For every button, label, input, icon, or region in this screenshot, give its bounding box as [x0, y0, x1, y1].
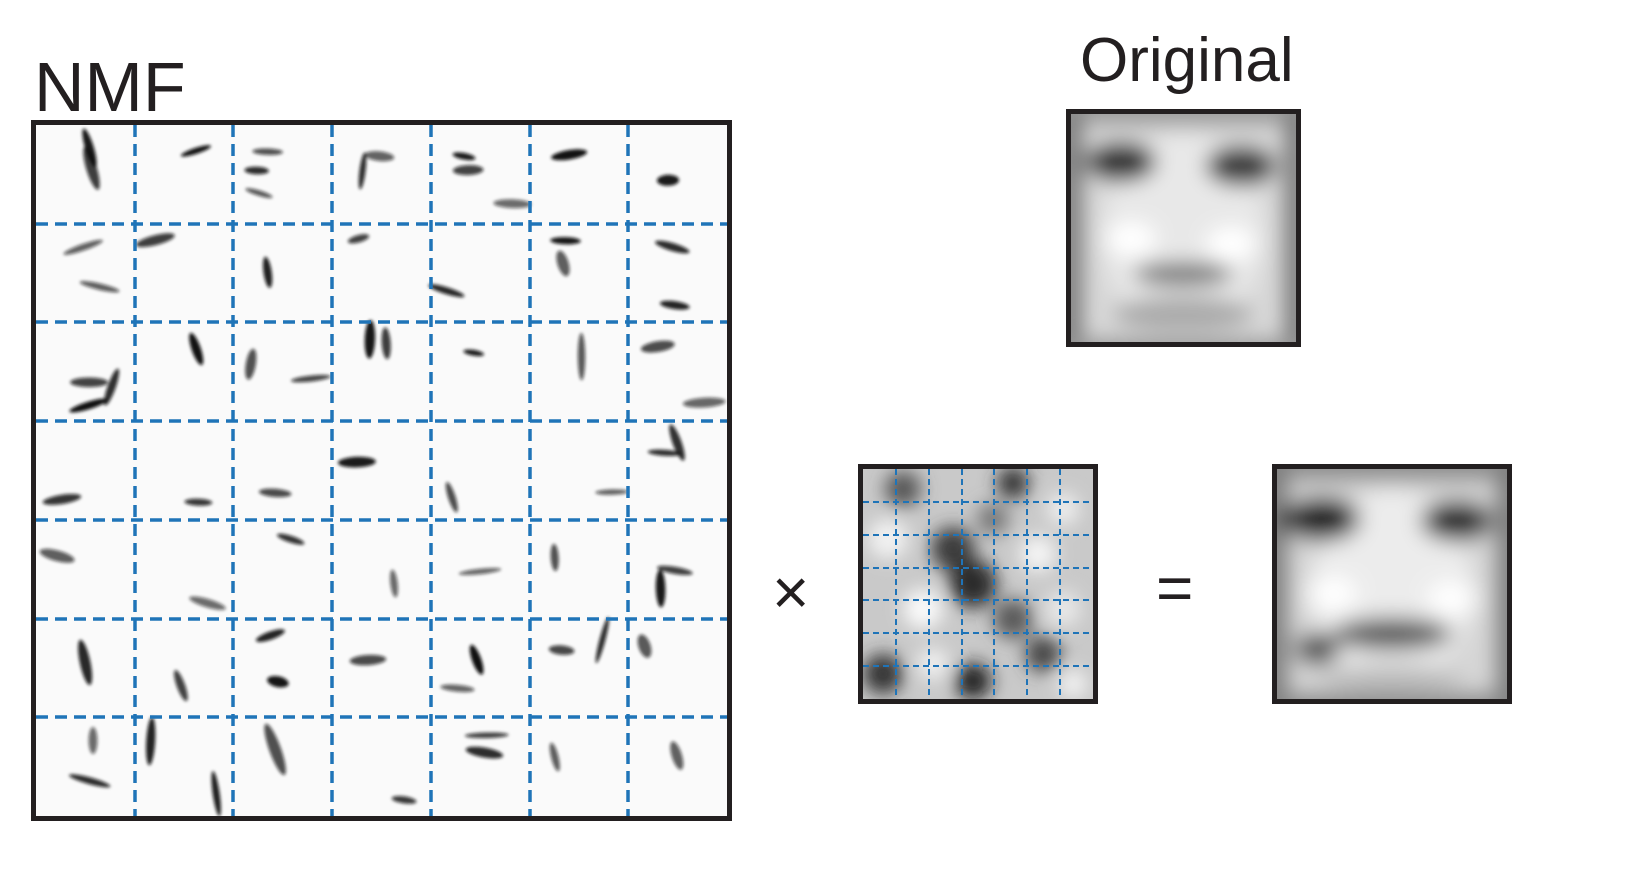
encoding-weights-grid: [858, 464, 1098, 704]
weights-svg: [863, 469, 1093, 699]
basis-feature-stroke: [548, 645, 575, 655]
basis-feature-stroke: [290, 374, 331, 383]
basis-feature-stroke: [549, 742, 560, 772]
basis-feature-stroke: [550, 237, 581, 245]
basis-feature-stroke: [211, 771, 221, 816]
basis-feature-stroke: [258, 488, 292, 498]
original-title: Original: [1080, 26, 1294, 95]
equals-sign: =: [1156, 552, 1194, 624]
basis-feature-stroke: [39, 548, 75, 563]
original-face-svg: [1071, 114, 1296, 342]
basis-feature-stroke: [364, 151, 395, 162]
basis-feature-stroke: [70, 377, 109, 388]
basis-feature-stroke: [189, 332, 204, 366]
basis-feature-stroke: [428, 284, 465, 298]
basis-feature-stroke: [577, 332, 586, 381]
basis-feature-stroke: [640, 340, 675, 353]
basis-feature-stroke: [551, 149, 588, 161]
basis-feature-stroke: [69, 398, 108, 413]
basis-feature-stroke: [63, 239, 103, 255]
basis-feature-stroke: [682, 397, 726, 408]
basis-feature-stroke: [647, 449, 682, 457]
basis-feature-stroke: [469, 644, 484, 675]
basis-feature-stroke: [83, 146, 100, 190]
nmf-basis-svg: [36, 125, 727, 816]
basis-feature-stroke: [440, 684, 475, 693]
basis-feature-stroke: [262, 256, 273, 288]
basis-feature-stroke: [452, 165, 484, 176]
basis-feature-stroke: [656, 174, 680, 186]
basis-feature-stroke: [358, 152, 367, 190]
basis-feature-stroke: [389, 569, 399, 598]
basis-features: [39, 128, 726, 816]
basis-feature-stroke: [349, 654, 387, 666]
basis-feature-stroke: [670, 741, 684, 770]
basis-feature-stroke: [657, 565, 693, 576]
basis-feature-stroke: [458, 567, 502, 576]
basis-feature-stroke: [104, 368, 120, 406]
basis-feature-stroke: [669, 424, 685, 461]
basis-feature-stroke: [267, 675, 289, 688]
basis-feature-stroke: [493, 199, 532, 209]
basis-feature-stroke: [595, 489, 629, 495]
reconstructed-face-svg: [1277, 469, 1507, 699]
basis-feature-stroke: [659, 300, 690, 310]
basis-feature-stroke: [445, 482, 458, 513]
basis-feature-stroke: [252, 148, 283, 155]
basis-feature-stroke: [78, 639, 93, 686]
basis-feature-stroke: [276, 533, 305, 545]
basis-feature-stroke: [245, 348, 257, 380]
basis-feature-stroke: [381, 327, 391, 360]
basis-feature-stroke: [655, 569, 666, 608]
basis-feature-stroke: [550, 543, 559, 572]
nmf-basis-images-grid: [31, 120, 732, 821]
basis-feature-stroke: [180, 145, 211, 157]
basis-feature-stroke: [364, 320, 376, 359]
multiply-sign: ×: [772, 556, 810, 628]
basis-feature-stroke: [452, 152, 476, 161]
basis-feature-stroke: [145, 717, 156, 766]
basis-feature-stroke: [465, 746, 504, 759]
basis-feature-stroke: [595, 616, 610, 664]
basis-feature-stroke: [637, 634, 652, 658]
basis-feature-stroke: [464, 732, 509, 739]
basis-feature-stroke: [184, 498, 213, 506]
nmf-title: NMF: [34, 48, 186, 126]
basis-feature-stroke: [189, 596, 226, 610]
reconstructed-face-image: [1272, 464, 1512, 704]
basis-feature-stroke: [135, 233, 175, 248]
basis-feature-stroke: [556, 250, 570, 277]
basis-grid-lines: [36, 125, 727, 816]
basis-feature-stroke: [655, 240, 690, 254]
basis-feature-stroke: [79, 281, 120, 293]
basis-feature-stroke: [69, 774, 111, 788]
weights-grid-lines: [863, 469, 1093, 699]
basis-feature-stroke: [264, 723, 286, 776]
basis-feature-stroke: [391, 796, 417, 804]
basis-feature-stroke: [174, 670, 188, 702]
basis-feature-stroke: [42, 493, 82, 505]
basis-feature-stroke: [88, 727, 98, 754]
original-face-image: [1066, 109, 1301, 347]
basis-feature-stroke: [244, 166, 269, 175]
basis-feature-stroke: [255, 629, 285, 642]
basis-feature-stroke: [463, 349, 484, 357]
basis-feature-stroke: [347, 234, 370, 244]
basis-feature-stroke: [245, 188, 273, 198]
basis-feature-stroke: [337, 456, 376, 468]
